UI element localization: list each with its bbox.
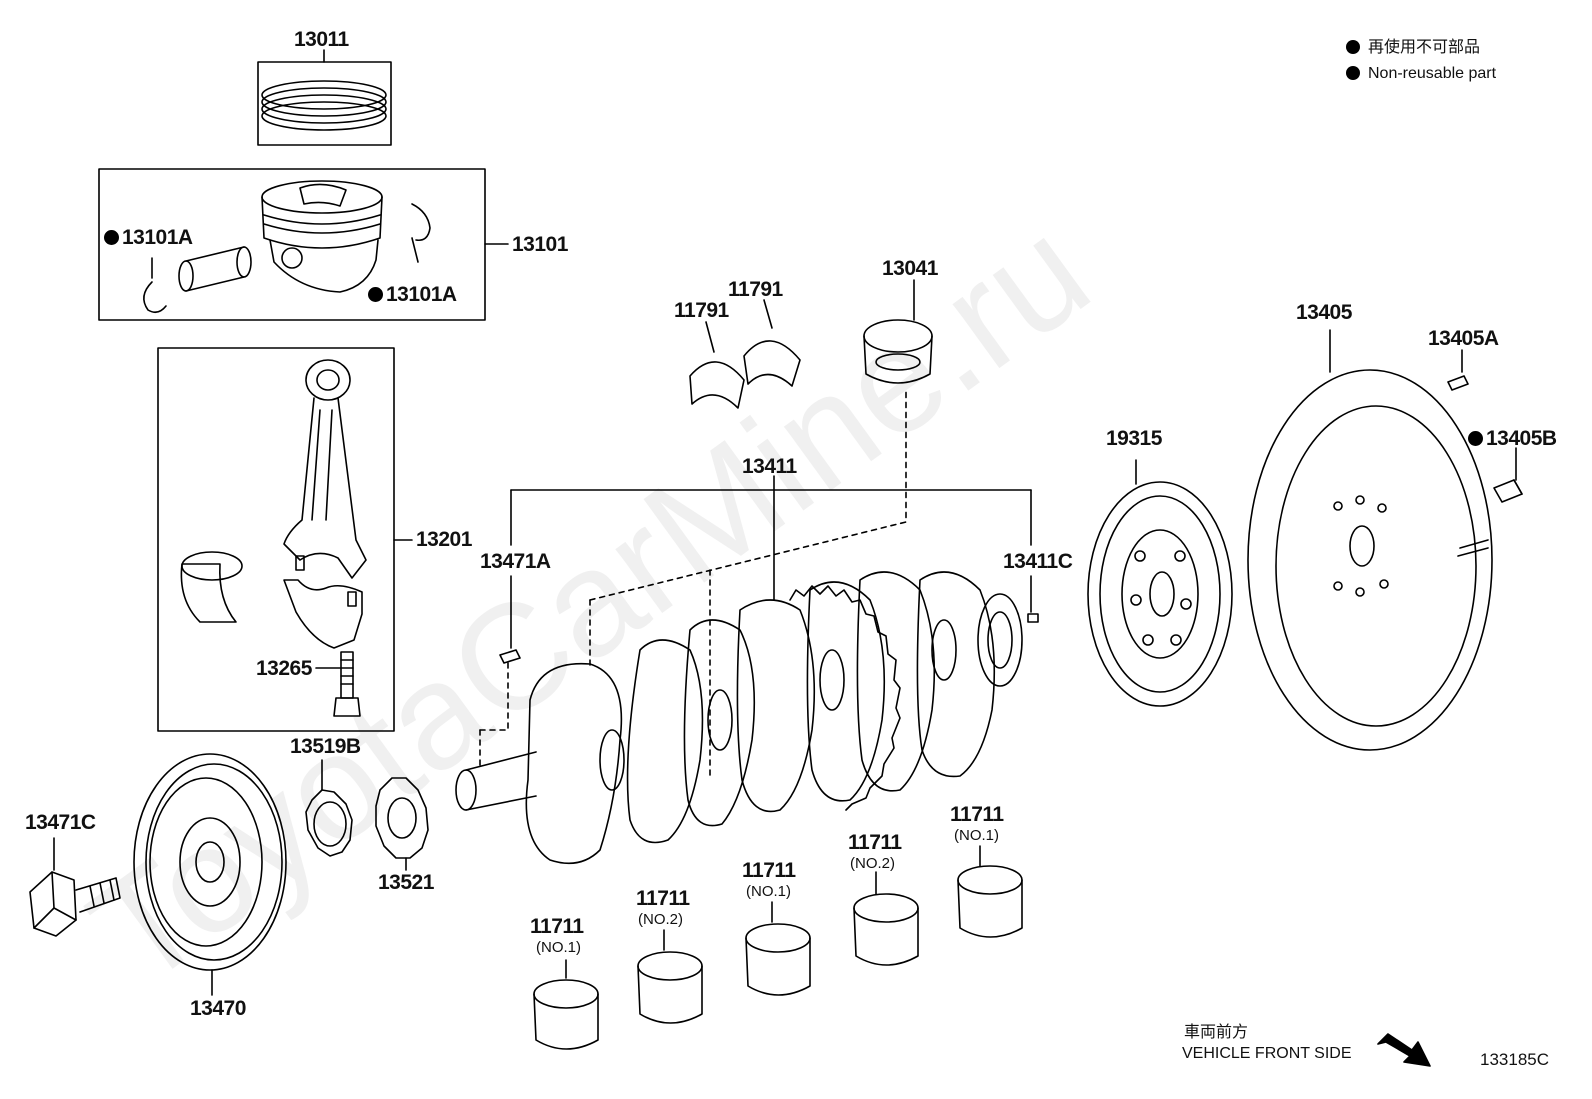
bearing-b4 bbox=[853, 871, 919, 966]
label-11711-b1[interactable]: 11711 bbox=[530, 915, 584, 938]
bearing-b1 bbox=[533, 959, 599, 1050]
label-11711-b2[interactable]: 11711 bbox=[636, 887, 690, 910]
sublabel-b3: (NO.1) bbox=[746, 883, 791, 900]
sublabel-b2: (NO.2) bbox=[638, 911, 683, 928]
crankshaft-bracket bbox=[479, 389, 1039, 781]
label-13405[interactable]: 13405 bbox=[1296, 301, 1352, 324]
non-reusable-dot-icon bbox=[368, 287, 383, 302]
connecting-rod-drawing bbox=[157, 347, 413, 732]
bearing-b2 bbox=[637, 929, 703, 1024]
pulley-bolt-drawing bbox=[29, 837, 121, 937]
label-11711-b3[interactable]: 11711 bbox=[742, 859, 796, 882]
bearing-b5 bbox=[957, 845, 1023, 938]
label-13411c[interactable]: 13411C bbox=[1003, 550, 1073, 573]
sublabel-b4: (NO.2) bbox=[850, 855, 895, 872]
piston-drawing bbox=[98, 168, 509, 321]
front-arrow-icon bbox=[1377, 1033, 1431, 1067]
label-13101a-right[interactable]: 13101A bbox=[368, 284, 457, 305]
non-reusable-dot-icon bbox=[1346, 40, 1360, 54]
label-13405b[interactable]: 13405B bbox=[1468, 428, 1557, 449]
label-13521[interactable]: 13521 bbox=[378, 871, 434, 894]
label-11711-b5[interactable]: 11711 bbox=[950, 803, 1004, 826]
timing-gears-drawing bbox=[305, 759, 429, 871]
bearing-13041-drawing bbox=[863, 279, 933, 384]
label-13101[interactable]: 13101 bbox=[512, 233, 568, 256]
crankshaft-pulley-drawing bbox=[133, 753, 287, 996]
label-13471c[interactable]: 13471C bbox=[25, 811, 96, 834]
legend-en: Non-reusable part bbox=[1346, 66, 1496, 82]
bearing-b3 bbox=[745, 901, 811, 996]
non-reusable-dot-icon bbox=[1468, 431, 1483, 446]
vehicle-front-ja: 車両前方 bbox=[1184, 1024, 1249, 1041]
label-11791-a[interactable]: 11791 bbox=[674, 299, 729, 322]
piston-ring-set-drawing bbox=[257, 49, 392, 146]
label-13101a-left[interactable]: 13101A bbox=[104, 227, 193, 248]
label-13405a[interactable]: 13405A bbox=[1428, 327, 1499, 350]
vehicle-front-en: VEHICLE FRONT SIDE bbox=[1182, 1045, 1352, 1062]
label-11791-b[interactable]: 11791 bbox=[728, 278, 783, 301]
non-reusable-dot-icon bbox=[104, 230, 119, 245]
thrust-washers-drawing bbox=[689, 299, 801, 409]
label-13265[interactable]: 13265 bbox=[256, 657, 312, 680]
non-reusable-dot-icon bbox=[1346, 66, 1360, 80]
sublabel-b5: (NO.1) bbox=[954, 827, 999, 844]
label-13519b[interactable]: 13519B bbox=[290, 735, 361, 758]
label-13470[interactable]: 13470 bbox=[190, 997, 246, 1020]
label-19315[interactable]: 19315 bbox=[1106, 427, 1162, 450]
label-13411[interactable]: 13411 bbox=[742, 455, 797, 478]
label-11711-b4[interactable]: 11711 bbox=[848, 831, 902, 854]
label-13041[interactable]: 13041 bbox=[882, 257, 938, 280]
label-13011[interactable]: 13011 bbox=[294, 28, 349, 51]
diagram-code: 133185C bbox=[1480, 1050, 1550, 1069]
drive-plate-drawing bbox=[1247, 329, 1523, 751]
label-13201[interactable]: 13201 bbox=[416, 528, 472, 551]
main-bearings-drawing bbox=[533, 845, 1023, 1050]
legend-ja: 再使用不可部品 bbox=[1346, 40, 1480, 56]
sublabel-b1: (NO.1) bbox=[536, 939, 581, 956]
timing-rotor-drawing bbox=[1087, 459, 1233, 707]
label-13471a[interactable]: 13471A bbox=[480, 550, 551, 573]
crankshaft-drawing bbox=[455, 571, 1023, 865]
